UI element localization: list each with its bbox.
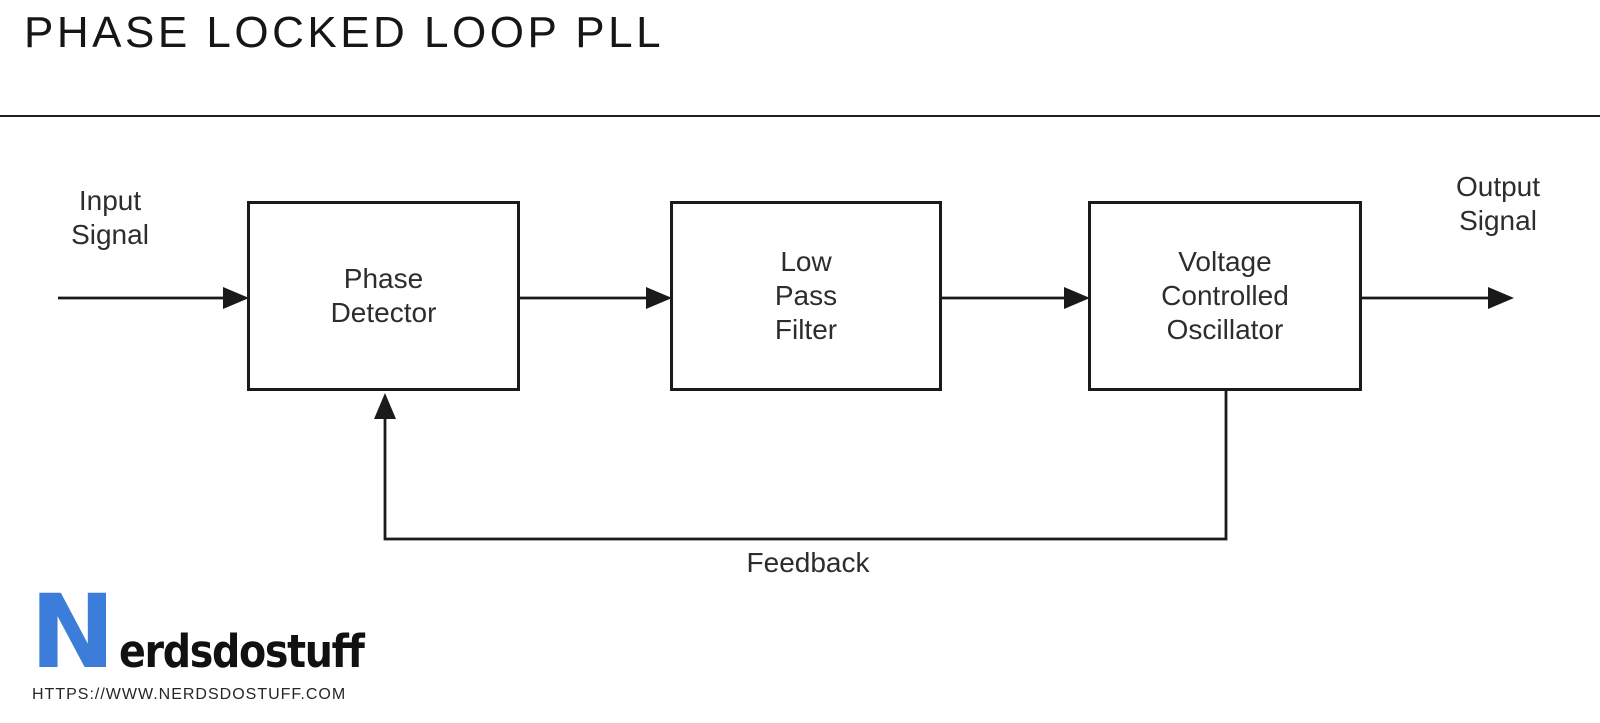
logo-row: N erdsdostuff (30, 582, 397, 684)
feedback-path-line (383, 391, 1228, 541)
block-label-line: Controlled (1161, 280, 1289, 311)
output-signal-label-line: Output (1455, 171, 1541, 202)
block-label-line: Phase (343, 263, 424, 294)
block-label-line: Pass (774, 280, 838, 311)
output-signal-label-line: Signal (1459, 205, 1537, 236)
block-phase-detector: Phase Detector (247, 201, 520, 391)
pd-to-lpf-arrowhead (646, 287, 672, 309)
logo-n-mark: N (30, 573, 116, 692)
title-divider (0, 115, 1600, 117)
block-label: Voltage Controlled Oscillator (1161, 245, 1289, 347)
output-arrowhead (1488, 287, 1514, 309)
website-url: HTTPS://WWW.NERDSDOSTUFF.COM (32, 686, 347, 703)
lpf-to-vco-arrowhead (1064, 287, 1090, 309)
feedback-arrowhead (374, 393, 396, 419)
input-signal-label-line: Input (78, 185, 142, 216)
brand-logo: N erdsdostuff HTTPS://WWW.NERDSDOSTUFF.C… (30, 582, 397, 704)
block-label: Phase Detector (331, 262, 437, 330)
page-title: PHASE LOCKED LOOP PLL (24, 8, 665, 57)
logo-wordmark: erdsdostuff (119, 625, 365, 678)
block-voltage-controlled-oscillator: Voltage Controlled Oscillator (1088, 201, 1362, 391)
block-label: Low Pass Filter (775, 245, 837, 347)
block-label-line: Oscillator (1166, 314, 1284, 345)
block-label-line: Detector (330, 297, 437, 328)
block-label-line: Filter (774, 314, 838, 345)
block-label-line: Voltage (1178, 246, 1272, 277)
feedback-label: Feedback (746, 547, 870, 578)
input-signal-label: Input Signal (40, 184, 180, 252)
input-signal-label-line: Signal (71, 219, 149, 250)
output-signal-label: Output Signal (1418, 170, 1578, 238)
block-low-pass-filter: Low Pass Filter (670, 201, 942, 391)
input-arrowhead (223, 287, 249, 309)
block-label-line: Low (780, 246, 832, 277)
